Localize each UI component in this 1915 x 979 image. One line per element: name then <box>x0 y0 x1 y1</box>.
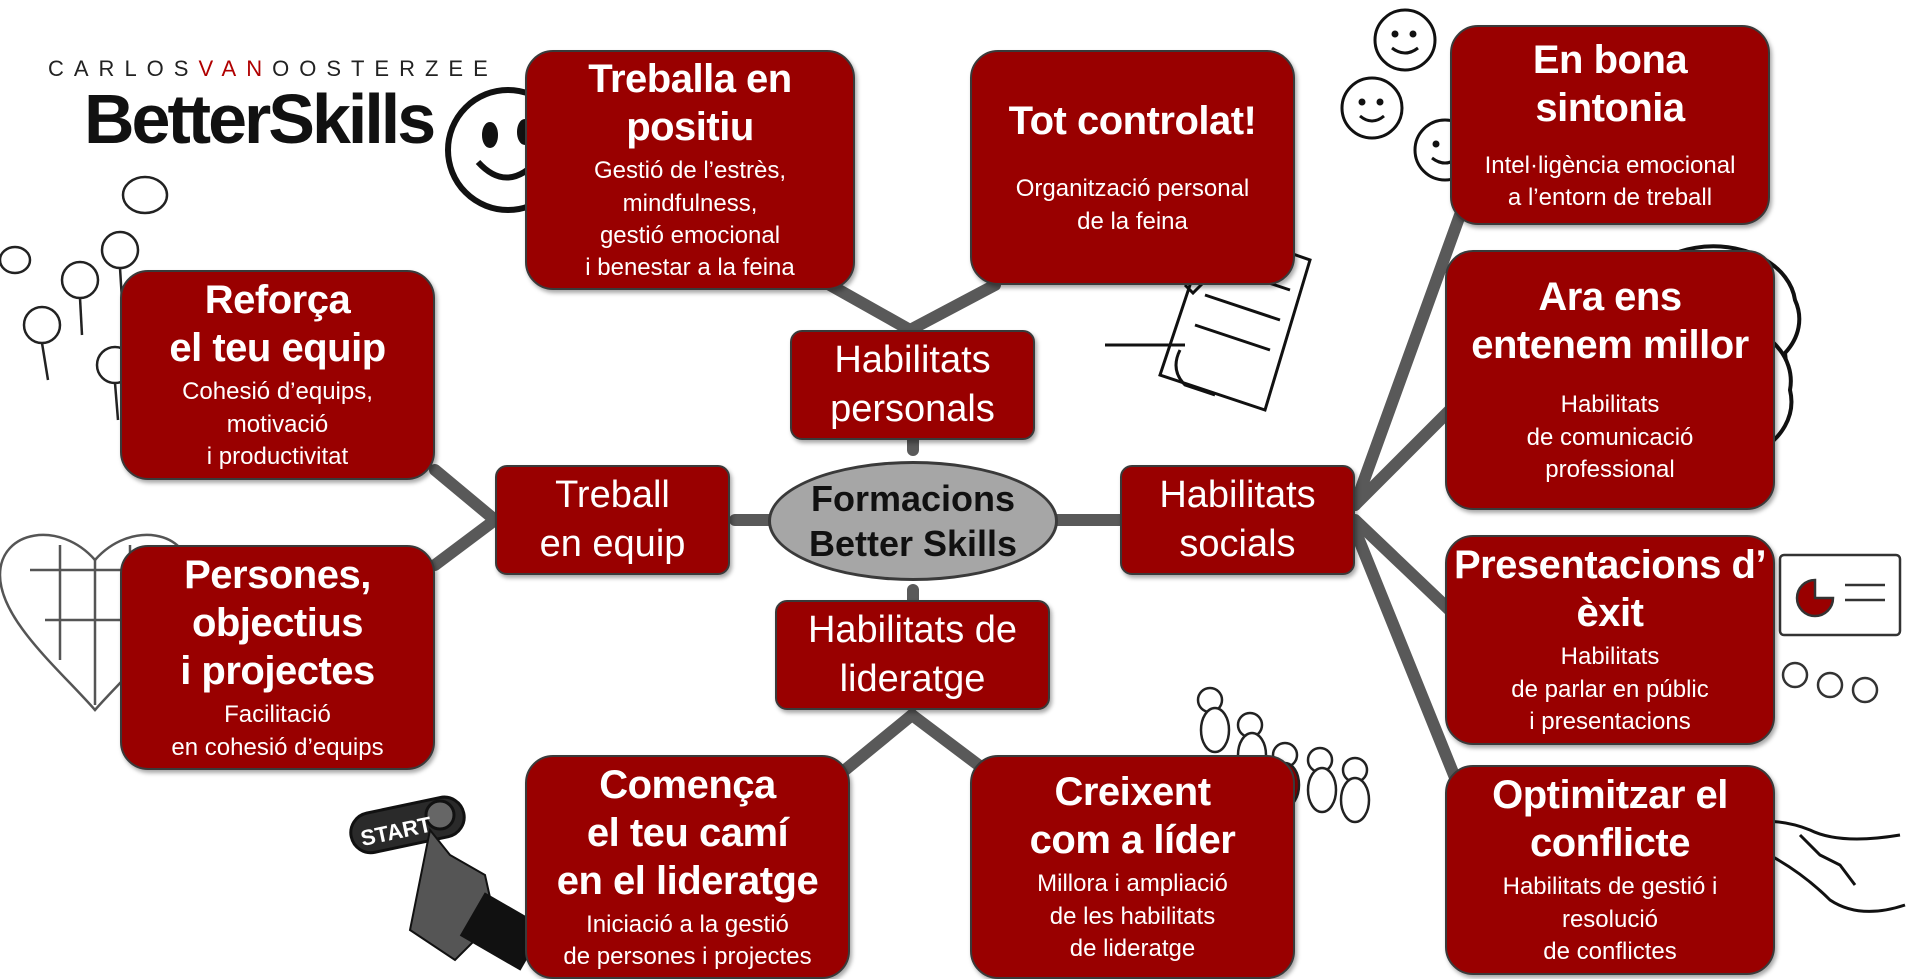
box-comenca-el-teu-cami: Comença el teu camí en el lideratge Inic… <box>525 755 850 979</box>
box-description: Cohesió d’equips, motivació i productivi… <box>182 378 373 471</box>
center-label: Formacions Better Skills <box>808 478 1018 564</box>
box-ara-ens-entenem-millor: Ara ens entenem millor Habilitats de com… <box>1445 250 1775 510</box>
box-presentacions-exit: Presentacions d’ èxit Habilitats de parl… <box>1445 535 1775 745</box>
hub-habilitats-socials: Habilitats socials <box>1120 465 1355 575</box>
box-persones-objectius-projectes: Persones, objectius i projectes Facilita… <box>120 545 435 770</box>
hub-label: Habilitats de lideratge <box>807 609 1018 700</box>
box-title: Treballa en positiu <box>588 57 792 150</box>
box-title: En bona sintonia <box>1532 37 1688 130</box>
box-description: Habilitats de parlar en públic i present… <box>1511 643 1709 736</box>
box-description: Facilitació en cohesió d’equips <box>171 701 384 761</box>
hub-label: Treball en equip <box>539 474 686 565</box>
box-en-bona-sintonia: En bona sintonia Intel·ligència emociona… <box>1450 25 1770 225</box>
box-title: Creixent com a líder <box>1029 770 1236 863</box>
logo-name-part1: CARLOS <box>48 56 199 81</box>
box-description: Habilitats de gestió i resolució de conf… <box>1502 873 1718 966</box>
box-reforca-el-teu-equip: Reforça el teu equip Cohesió d’equips, m… <box>120 270 435 480</box>
logo-author-name: CARLOSVANOOSTERZEE <box>48 56 488 82</box>
hub-label: Habilitats personals <box>830 339 995 430</box>
logo-name-part2: VAN <box>198 56 273 81</box>
box-title: Reforça el teu equip <box>169 278 386 371</box>
box-description: Organització personal de la feina <box>1015 175 1250 235</box>
box-title: Tot controlat! <box>1008 99 1257 144</box>
box-title: Persones, objectius i projectes <box>180 553 375 694</box>
box-treballa-en-positiu: Treballa en positiu Gestió de l’estrès, … <box>525 50 855 290</box>
connector-lines <box>429 209 1466 796</box>
box-description: Iniciació a la gestió de persones i proj… <box>563 910 812 970</box>
logo-name-part3: OOSTERZEE <box>272 56 498 81</box>
box-creixent-com-a-lider: Creixent com a líder Millora i ampliació… <box>970 755 1295 979</box>
box-description: Gestió de l’estrès, mindfulness, gestió … <box>585 157 795 282</box>
box-description: Intel·ligència emocional a l’entorn de t… <box>1484 151 1736 211</box>
box-optimitzar-el-conflicte: Optimitzar el conflicte Habilitats de ge… <box>1445 765 1775 975</box>
start-button-icon <box>349 795 546 971</box>
hub-habilitats-lideratge: Habilitats de lideratge <box>775 600 1050 710</box>
box-tot-controlat: Tot controlat! Organització personal de … <box>970 50 1295 285</box>
box-description: Habilitats de comunicació professional <box>1526 391 1694 484</box>
logo: CARLOSVANOOSTERZEE BetterSkills <box>48 56 488 156</box>
logo-brand: BetterSkills <box>84 80 436 158</box>
box-title: Ara ens entenem millor <box>1471 275 1749 368</box>
box-title: Presentacions d’ èxit <box>1453 543 1767 636</box>
box-title: Optimitzar el conflicte <box>1492 773 1728 866</box>
box-description: Millora i ampliació de les habilitats de… <box>1037 870 1228 963</box>
box-title: Comença el teu camí en el lideratge <box>556 762 819 903</box>
hub-treball-en-equip: Treball en equip <box>495 465 730 575</box>
center-node: Formacions Better Skills <box>768 461 1058 581</box>
hub-label: Habilitats socials <box>1159 474 1316 565</box>
hub-habilitats-personals: Habilitats personals <box>790 330 1035 440</box>
